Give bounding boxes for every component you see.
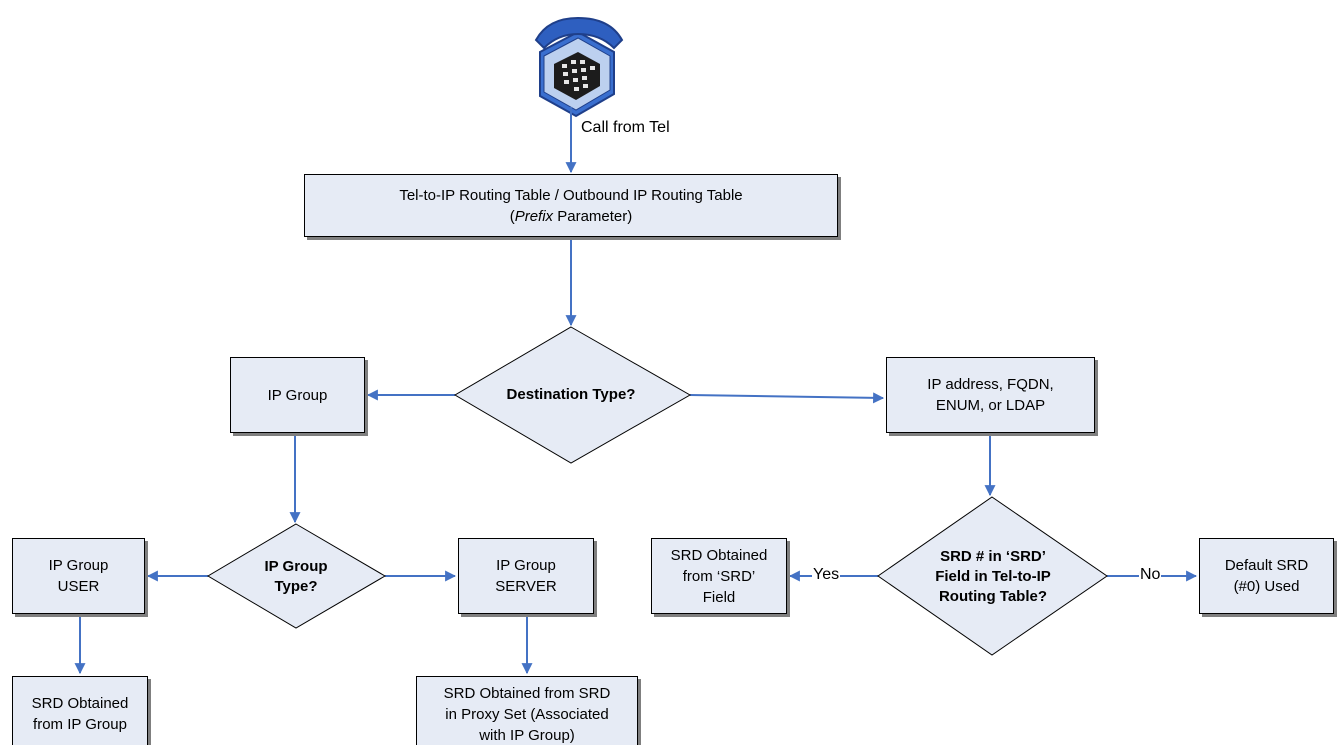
default-srd-box: Default SRD (#0) Used: [1199, 538, 1334, 614]
call-from-tel-label: Call from Tel: [581, 119, 670, 136]
routing-table-line2: (Prefix Parameter): [509, 207, 633, 225]
prefix-italic: Prefix: [514, 207, 554, 225]
ip-address-box: IP address, FQDN, ENUM, or LDAP: [886, 357, 1095, 433]
no-label: No: [1139, 566, 1162, 584]
ip-group-box: IP Group: [230, 357, 365, 433]
yes-label: Yes: [812, 566, 841, 584]
srd-from-field-box: SRD Obtained from ‘SRD’ Field: [651, 538, 787, 614]
srd-from-proxy-box: SRD Obtained from SRD in Proxy Set (Asso…: [416, 676, 638, 745]
destination-type-diamond: [454, 326, 692, 464]
ip-group-server-box: IP Group SERVER: [458, 538, 594, 614]
ip-group-user-box: IP Group USER: [12, 538, 145, 614]
arrow-destination-to-ipaddress: [689, 392, 885, 404]
routing-table-box: Tel-to-IP Routing Table / Outbound IP Ro…: [304, 174, 838, 237]
srd-from-ipgroup-box: SRD Obtained from IP Group: [12, 676, 148, 745]
srd-question-diamond: [877, 496, 1108, 656]
ip-group-type-diamond: [207, 523, 386, 629]
destination-type-label: Destination Type?: [506, 386, 636, 403]
routing-table-line1: Tel-to-IP Routing Table / Outbound IP Ro…: [399, 186, 743, 204]
ip-group-type-label: IP Group Type?: [264, 558, 328, 595]
telephone-icon: [534, 16, 624, 118]
srd-question-label: SRD # in ‘SRD’ Field in Tel-to-IP Routin…: [935, 548, 1051, 605]
